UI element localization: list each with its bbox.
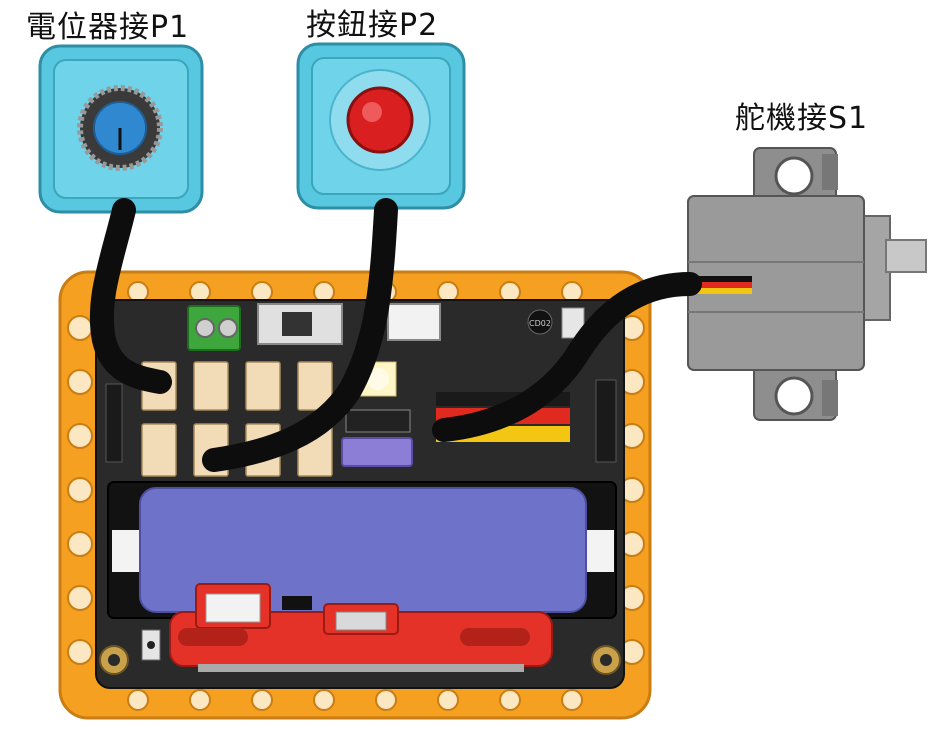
usb-port [387, 303, 441, 341]
potentiometer-label: 電位器接P1 [26, 10, 190, 45]
chip [527, 309, 553, 335]
servo-label: 舵機接S1 [735, 101, 869, 136]
battery-holder [107, 481, 617, 619]
purple-connector [341, 437, 413, 467]
controller-board [169, 583, 553, 672]
cable-p2 [202, 198, 398, 472]
servo [686, 147, 927, 421]
chip-marking: CD02 [529, 319, 551, 328]
red-button-icon [346, 86, 414, 154]
cable-p1 [89, 198, 172, 394]
potentiometer-module [38, 44, 204, 214]
cable-s1 [432, 272, 702, 442]
button-module [296, 42, 466, 210]
button-label: 按鈕接P2 [306, 8, 439, 43]
cables [89, 198, 702, 472]
